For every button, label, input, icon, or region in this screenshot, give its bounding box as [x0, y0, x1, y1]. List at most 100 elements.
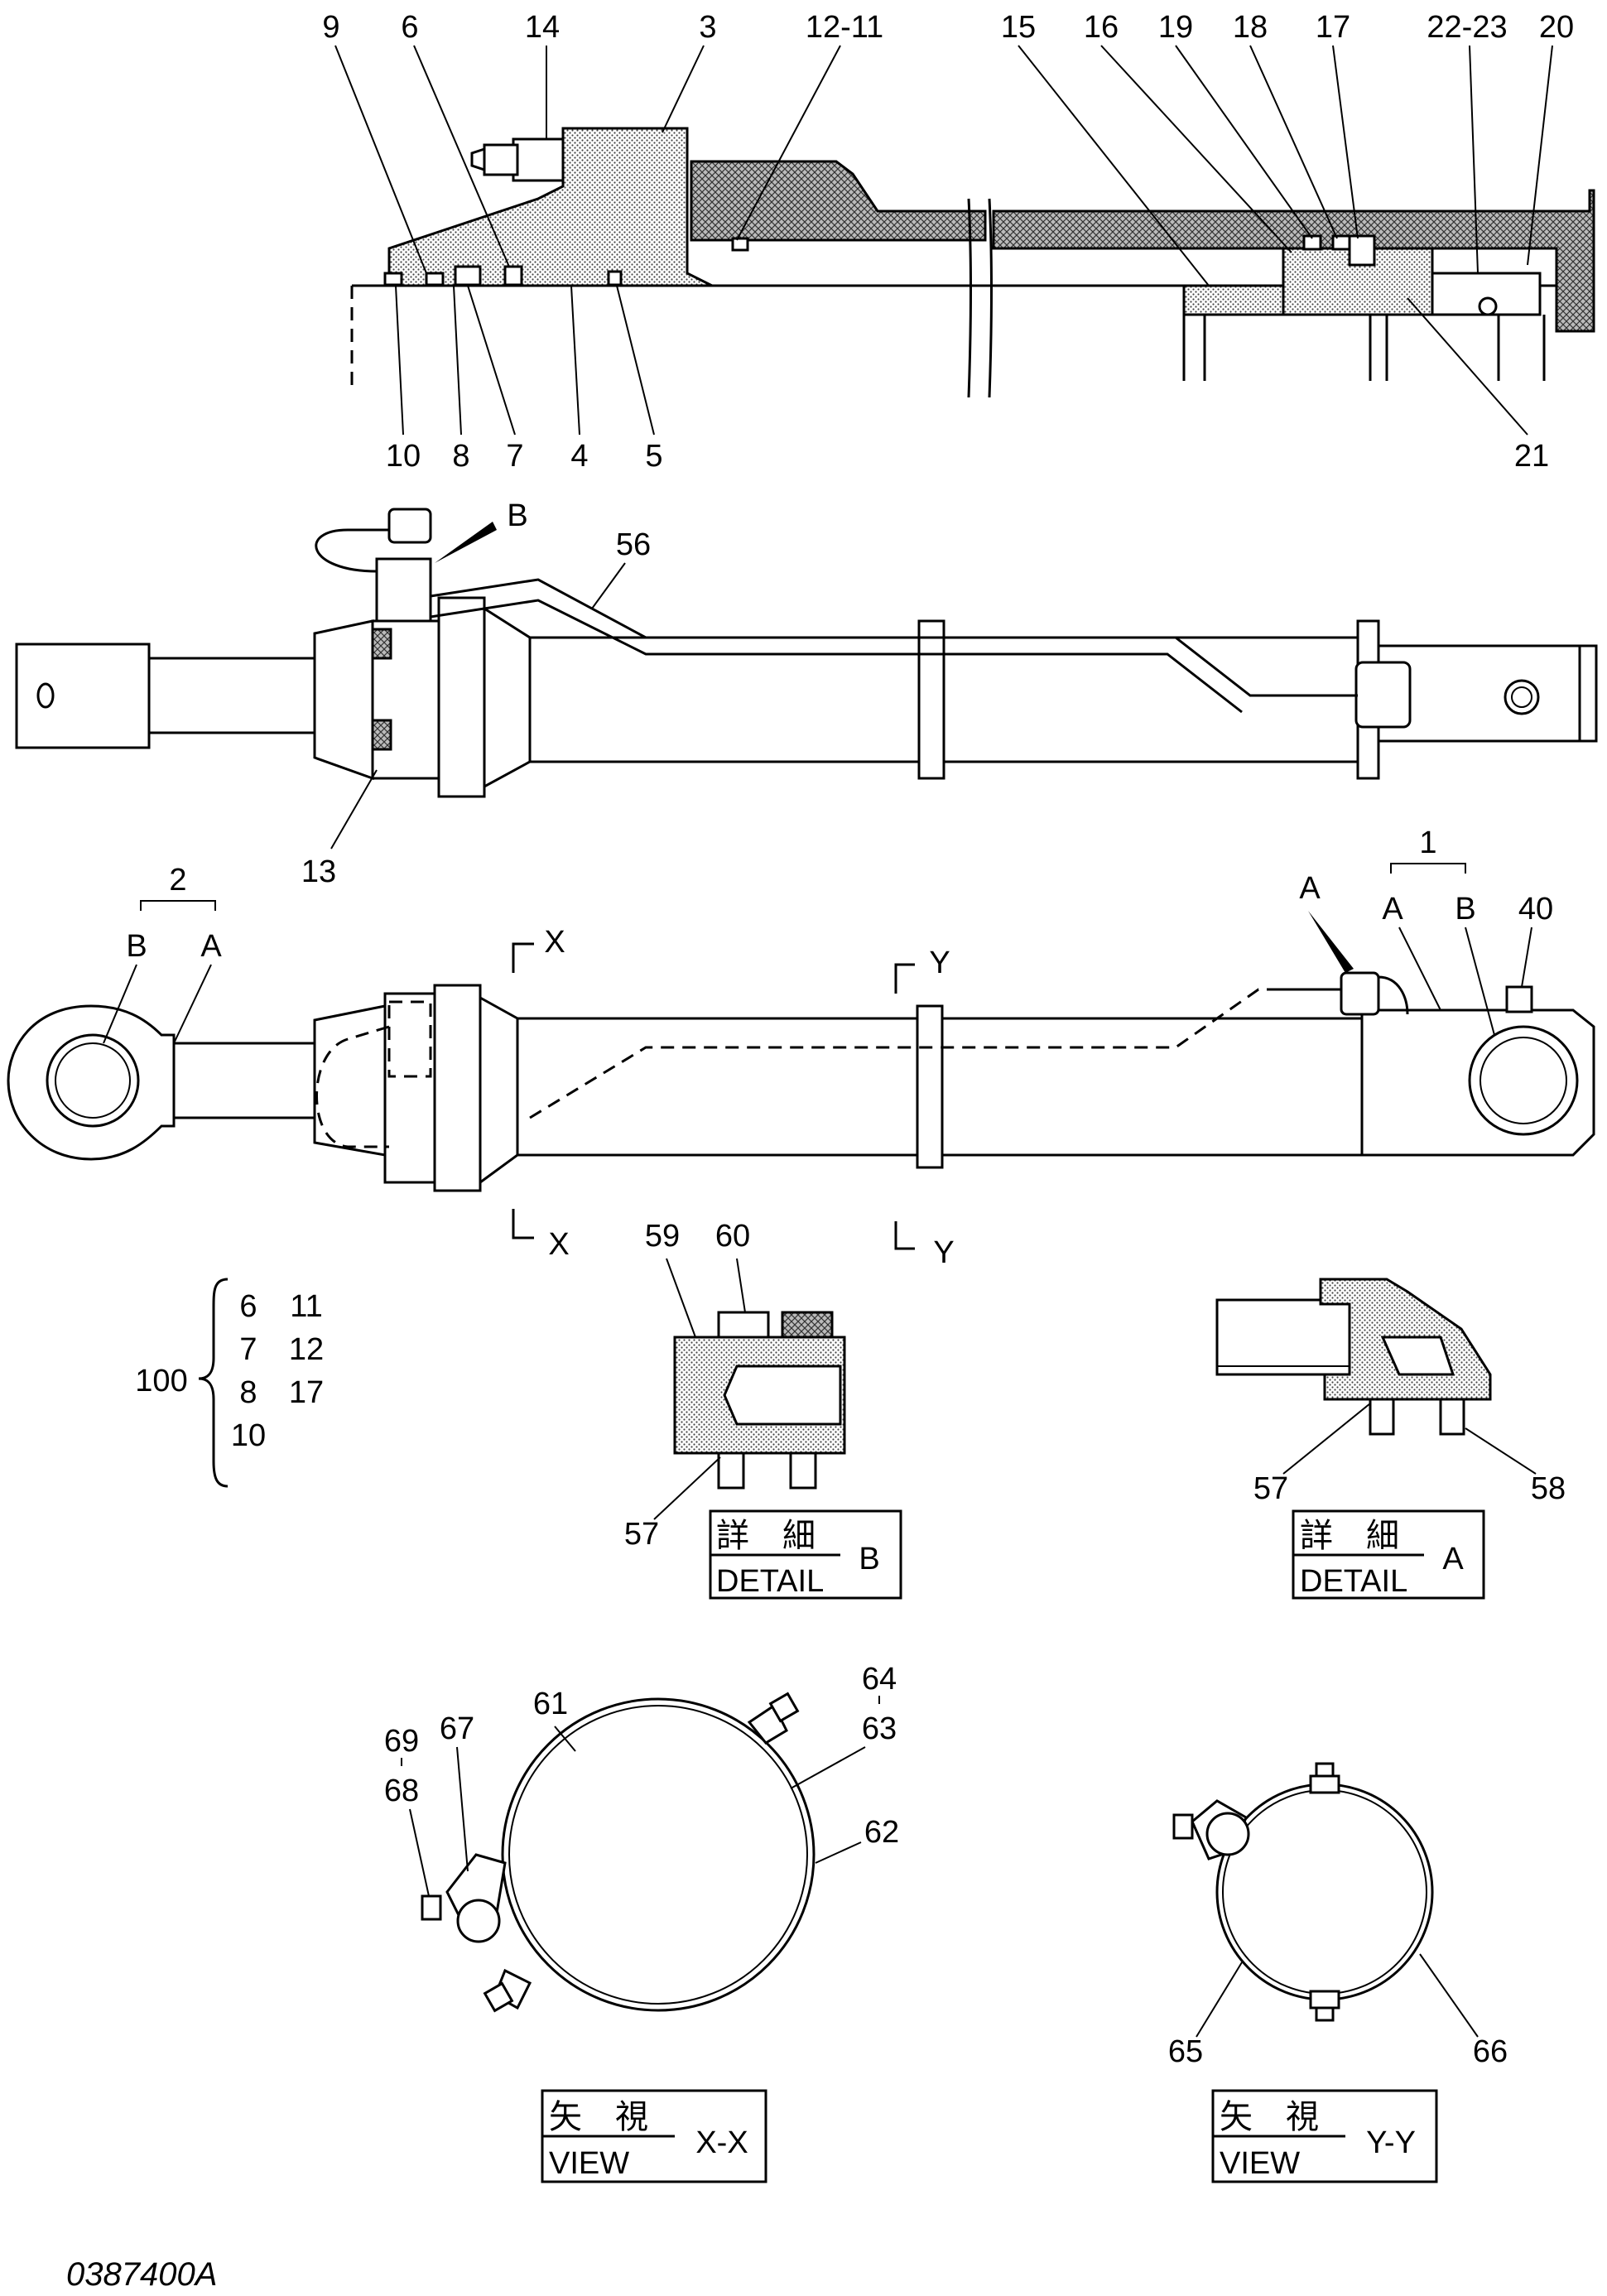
- label-13: 13: [301, 854, 336, 889]
- kit-brace: [198, 1278, 229, 1488]
- section-marker-x-bottom: [512, 1209, 534, 1239]
- label-62: 62: [864, 1815, 899, 1850]
- fitting-a-hose: [1378, 975, 1409, 1015]
- label-x-top: X: [544, 925, 565, 960]
- view-xx-pipe: [456, 1899, 501, 1943]
- detail-a: 57 58 詳 細 DETAIL A: [1215, 1278, 1566, 1600]
- label-b-left: B: [126, 929, 147, 964]
- label-3: 3: [699, 10, 716, 45]
- rod-end-right-pin: [1504, 679, 1540, 715]
- label-9: 9: [322, 10, 339, 45]
- kit-number: 100: [135, 1364, 187, 1398]
- view-yy-bolt-top: [1315, 1762, 1335, 1778]
- view-yy: 65 66 矢 視 VIEW Y-Y: [1168, 1762, 1508, 2183]
- leader-57-b: [653, 1456, 721, 1520]
- ring-6: [503, 265, 523, 286]
- view-xx: 61 64 63 62 67 69 68 矢 視 VIEW X-X: [384, 1662, 899, 2183]
- view-xx-bolt-bottom: [483, 1981, 514, 2013]
- leader-10: [395, 285, 404, 436]
- cylinder-tube: [528, 636, 1368, 763]
- view-yy-bolt-bottom: [1315, 2006, 1335, 2022]
- label-40: 40: [1518, 892, 1553, 927]
- view-yy-tube: [1215, 1783, 1434, 2001]
- label-57-a: 57: [1253, 1471, 1288, 1506]
- label-7: 7: [506, 439, 523, 474]
- label-4: 4: [570, 439, 588, 474]
- rod-end-left-hole: [36, 682, 55, 709]
- grease-nipple-tip: [470, 147, 486, 172]
- label-59: 59: [645, 1219, 680, 1254]
- label-69: 69: [384, 1724, 419, 1759]
- bolt-13b: [371, 719, 392, 751]
- label-57-b: 57: [624, 1517, 659, 1552]
- leader-40: [1521, 927, 1532, 988]
- leader-5: [616, 285, 655, 436]
- ring-19: [1302, 234, 1322, 251]
- leader-9: [334, 45, 427, 274]
- detail-b-letter: B: [859, 1542, 879, 1576]
- section-marker-y-bottom: [894, 1221, 915, 1250]
- label-64: 64: [862, 1662, 897, 1697]
- bolt-13a: [371, 628, 392, 660]
- label-16: 16: [1084, 10, 1119, 45]
- eye-left-bore: [46, 1033, 140, 1128]
- leader-66: [1419, 1953, 1479, 2038]
- detail-b-title-en: DETAIL: [716, 1564, 824, 1599]
- detail-a-bolt-1: [1369, 1398, 1395, 1436]
- leader-68: [409, 1808, 430, 1897]
- view-xx-title-jp: 矢 視: [549, 2098, 648, 2136]
- clevis-bore: [1468, 1025, 1579, 1136]
- label-14: 14: [525, 10, 560, 45]
- cylinder-tube-left-section: [690, 160, 987, 242]
- leader-21: [1407, 297, 1528, 436]
- label-2: 2: [169, 863, 186, 898]
- view-yy-pipe: [1205, 1812, 1250, 1856]
- label-19: 19: [1158, 10, 1193, 45]
- leader-6: [413, 45, 510, 267]
- detail-b-bolt-bottom-1: [717, 1451, 745, 1490]
- label-y-bottom: Y: [933, 1235, 954, 1270]
- view-xx-letter: X-X: [695, 2125, 748, 2160]
- grease-nipple-body: [512, 137, 565, 182]
- leader-a-left: [173, 964, 212, 1044]
- view-yy-title-jp: 矢 視: [1220, 2098, 1319, 2136]
- leader-56: [591, 562, 626, 609]
- label-68: 68: [384, 1774, 419, 1808]
- section-marker-y-top: [894, 963, 915, 994]
- kit-item-3: 8: [239, 1375, 257, 1410]
- label-17: 17: [1316, 10, 1350, 45]
- leader-3: [662, 45, 705, 133]
- kit-item-7: 17: [289, 1375, 324, 1410]
- pointer-a-arrow: [1308, 911, 1354, 973]
- head-cap-main: [313, 1004, 387, 1157]
- leader-65: [1196, 1961, 1243, 2038]
- leader-a-right: [1398, 927, 1441, 1011]
- view-xx-tube: [501, 1697, 816, 2012]
- label-66: 66: [1473, 2034, 1508, 2069]
- kit-item-2: 7: [239, 1332, 257, 1367]
- leader-4: [570, 285, 580, 436]
- clamp-band-side: [917, 619, 945, 780]
- detail-a-title-jp: 詳 細: [1300, 1517, 1399, 1555]
- side-view: B 56 13: [15, 498, 1598, 889]
- seal-9: [425, 272, 445, 286]
- ball-22: [1478, 296, 1498, 316]
- leader-b-left: [103, 964, 137, 1044]
- detail-b-bolt-top-1: [717, 1311, 770, 1339]
- view-yy-ear-bottom: [1309, 1990, 1340, 2010]
- bracket-2: [140, 900, 216, 911]
- leader-63: [790, 1746, 866, 1789]
- label-12-11: 12-11: [806, 10, 883, 45]
- leader-7: [467, 285, 516, 436]
- pipe-56: [430, 578, 1358, 697]
- label-10: 10: [386, 439, 421, 474]
- pipe-56-inner: [430, 599, 1243, 714]
- label-8: 8: [452, 439, 469, 474]
- leader-67: [456, 1746, 469, 1872]
- label-a-right: A: [1382, 892, 1403, 927]
- oring-12: [731, 237, 749, 252]
- label-a-pointer: A: [1299, 871, 1321, 906]
- tube-taper-main: [479, 995, 519, 1185]
- leader-8: [453, 285, 462, 436]
